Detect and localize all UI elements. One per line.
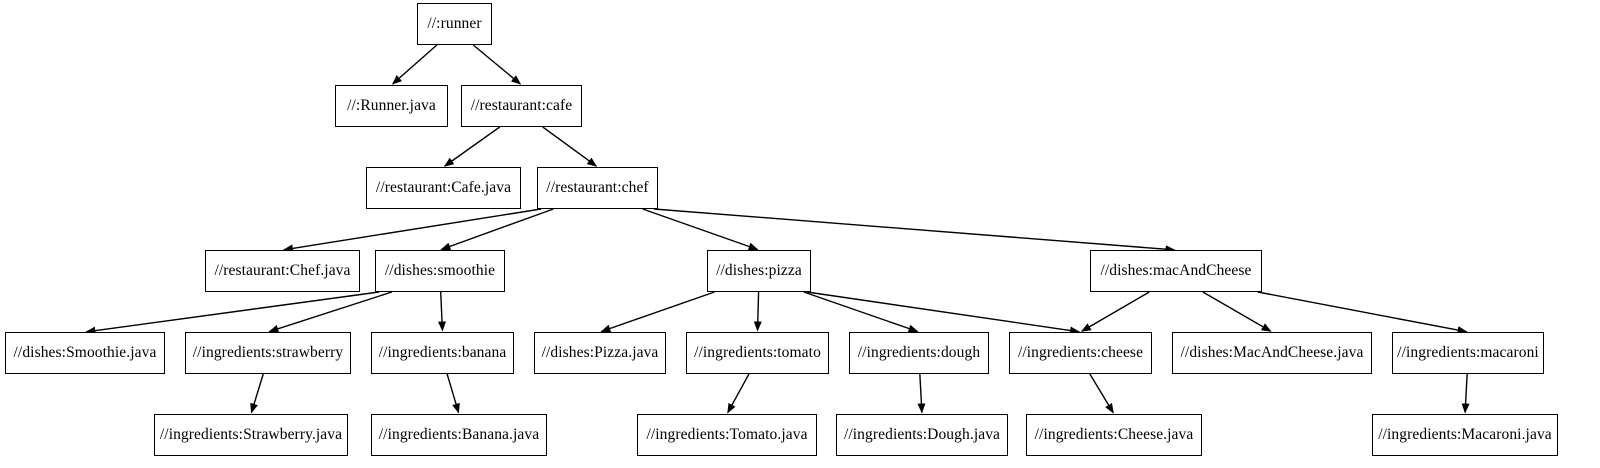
graph-node-ing_dough_java[interactable]: //ingredients:Dough.java bbox=[836, 414, 1008, 456]
graph-edge-ing_dough-to-ing_dough_java bbox=[917, 373, 926, 414]
graph-node-label: //dishes:Pizza.java bbox=[541, 344, 659, 362]
graph-edge-restaurant_cafe-to-restaurant_chef bbox=[542, 126, 598, 167]
graph-node-label: //dishes:MacAndCheese.java bbox=[1180, 344, 1364, 362]
graph-node-dishes_macandcheese_java[interactable]: //dishes:MacAndCheese.java bbox=[1172, 332, 1372, 374]
graph-edge-restaurant_chef-to-restaurant_chef_java bbox=[282, 208, 542, 253]
graph-node-restaurant_cafe_java[interactable]: //restaurant:Cafe.java bbox=[366, 167, 521, 209]
graph-edge-restaurant_chef-to-dishes_smoothie bbox=[440, 208, 554, 251]
graph-edge-restaurant_chef-to-dishes_macandcheese bbox=[653, 208, 1176, 254]
graph-edge-dishes_smoothie-to-ing_banana bbox=[438, 291, 447, 332]
graph-node-label: //dishes:Smoothie.java bbox=[13, 344, 157, 362]
graph-node-label: //restaurant:Chef.java bbox=[214, 262, 351, 280]
graph-node-label: //ingredients:banana bbox=[378, 344, 507, 362]
graph-node-label: //ingredients:cheese bbox=[1017, 344, 1144, 362]
graph-node-label: //ingredients:dough bbox=[857, 344, 981, 362]
graph-edge-runner-to-runner_java bbox=[391, 44, 438, 85]
graph-edge-dishes_pizza-to-ing_dough bbox=[803, 291, 919, 333]
graph-edge-ing_banana-to-ing_banana_java bbox=[446, 373, 460, 414]
graph-node-label: //ingredients:Cheese.java bbox=[1034, 426, 1194, 444]
graph-node-restaurant_chef[interactable]: //restaurant:chef bbox=[537, 167, 658, 209]
graph-node-ing_banana_java[interactable]: //ingredients:Banana.java bbox=[371, 414, 547, 456]
graph-node-runner[interactable]: //:runner bbox=[417, 3, 492, 45]
graph-edge-dishes_pizza-to-dishes_pizza_java bbox=[600, 291, 715, 333]
graph-node-restaurant_cafe[interactable]: //restaurant:cafe bbox=[461, 85, 582, 127]
graph-edge-dishes_macandcheese-to-dishes_macandcheese_java bbox=[1202, 291, 1272, 332]
graph-edge-dishes_macandcheese-to-ing_cheese bbox=[1080, 291, 1150, 332]
graph-edge-ing_macaroni-to-ing_macaroni_java bbox=[1461, 373, 1470, 414]
graph-node-ing_macaroni_java[interactable]: //ingredients:Macaroni.java bbox=[1372, 414, 1558, 456]
graph-node-label: //dishes:pizza bbox=[716, 262, 802, 280]
graph-node-ing_cheese[interactable]: //ingredients:cheese bbox=[1009, 332, 1152, 374]
graph-node-ing_strawberry_java[interactable]: //ingredients:Strawberry.java bbox=[154, 414, 348, 456]
graph-node-restaurant_chef_java[interactable]: //restaurant:Chef.java bbox=[205, 250, 360, 292]
graph-edge-dishes_pizza-to-ing_cheese bbox=[806, 291, 1081, 335]
graph-node-label: //dishes:smoothie bbox=[384, 262, 496, 280]
graph-node-label: //ingredients:Dough.java bbox=[843, 426, 1001, 444]
graph-node-ing_dough[interactable]: //ingredients:dough bbox=[849, 332, 989, 374]
graph-edge-dishes_macandcheese-to-ing_macaroni bbox=[1257, 291, 1468, 334]
graph-node-label: //restaurant:chef bbox=[546, 179, 649, 197]
graph-edge-dishes_smoothie-to-ing_strawberry bbox=[268, 291, 393, 333]
graph-node-label: //ingredients:macaroni bbox=[1397, 344, 1539, 362]
graph-node-label: //dishes:macAndCheese bbox=[1100, 262, 1252, 280]
graph-node-label: //restaurant:Cafe.java bbox=[375, 179, 512, 197]
graph-node-ing_cheese_java[interactable]: //ingredients:Cheese.java bbox=[1026, 414, 1202, 456]
graph-edge-dishes_pizza-to-ing_tomato bbox=[753, 291, 762, 332]
graph-node-label: //:Runner.java bbox=[347, 97, 436, 115]
graph-node-label: //restaurant:cafe bbox=[470, 97, 573, 115]
graph-node-ing_banana[interactable]: //ingredients:banana bbox=[371, 332, 514, 374]
graph-node-ing_strawberry[interactable]: //ingredients:strawberry bbox=[185, 332, 351, 374]
graph-node-label: //ingredients:tomato bbox=[694, 344, 821, 362]
graph-node-label: //ingredients:Macaroni.java bbox=[1378, 426, 1552, 444]
graph-edge-ing_tomato-to-ing_tomato_java bbox=[727, 373, 750, 414]
graph-node-label: //ingredients:Tomato.java bbox=[646, 426, 808, 444]
graph-node-ing_tomato[interactable]: //ingredients:tomato bbox=[686, 332, 829, 374]
graph-edge-ing_strawberry-to-ing_strawberry_java bbox=[250, 373, 264, 414]
graph-node-label: //:runner bbox=[427, 15, 482, 33]
graph-edge-dishes_smoothie-to-dishes_smoothie_java bbox=[85, 291, 380, 335]
graph-edge-runner-to-restaurant_cafe bbox=[472, 44, 522, 85]
graph-node-dishes_smoothie_java[interactable]: //dishes:Smoothie.java bbox=[5, 332, 165, 374]
graph-node-ing_tomato_java[interactable]: //ingredients:Tomato.java bbox=[637, 414, 817, 456]
graph-node-dishes_smoothie[interactable]: //dishes:smoothie bbox=[375, 250, 505, 292]
graph-node-dishes_pizza[interactable]: //dishes:pizza bbox=[707, 250, 811, 292]
graph-node-dishes_pizza_java[interactable]: //dishes:Pizza.java bbox=[534, 332, 666, 374]
graph-node-runner_java[interactable]: //:Runner.java bbox=[335, 85, 448, 127]
graph-edge-restaurant_cafe-to-restaurant_cafe_java bbox=[443, 126, 501, 167]
graph-node-dishes_macandcheese[interactable]: //dishes:macAndCheese bbox=[1090, 250, 1262, 292]
graph-node-label: //ingredients:Banana.java bbox=[378, 426, 540, 444]
graph-node-label: //ingredients:Strawberry.java bbox=[159, 426, 343, 444]
graph-node-ing_macaroni[interactable]: //ingredients:macaroni bbox=[1392, 332, 1544, 374]
graph-edge-restaurant_chef-to-dishes_pizza bbox=[642, 208, 759, 251]
graph-node-label: //ingredients:strawberry bbox=[192, 344, 344, 362]
graph-edge-ing_cheese-to-ing_cheese_java bbox=[1089, 373, 1114, 414]
